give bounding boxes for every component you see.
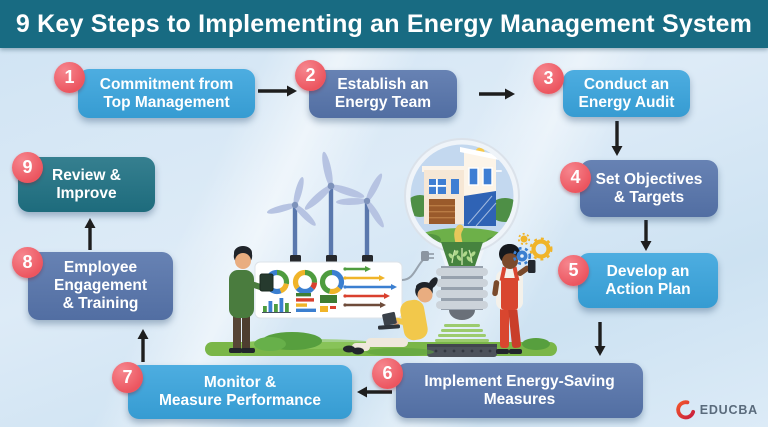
house-icon [422,147,499,227]
step-4-number-badge: 4 [560,162,591,193]
arrow-step2-to-step3-icon [479,88,515,100]
educba-logo-text: EDUCBA [699,402,758,417]
step-3-number-badge: 3 [533,63,564,94]
bar-chart-icon [262,298,291,313]
step-5-box: 5 Develop an Action Plan [558,253,718,308]
educba-logo-icon [675,400,695,420]
power-cord [401,251,434,281]
trend-arrows-icon [343,266,397,308]
arrow-step8-to-step9-icon [84,218,96,250]
step-3-box: 3 Conduct an Energy Audit [533,63,690,117]
light-bulb-house-icon [404,138,520,357]
analytics-dashboard [254,255,403,319]
arrow-step4-to-step5-icon [640,220,652,251]
arrow-step3-to-step4-icon [611,121,623,156]
step-5-label: Develop an Action Plan [605,262,691,298]
step-4-label: Set Objectives & Targets [595,170,703,206]
man-with-tablet [229,246,274,353]
gears-icon [512,232,553,266]
wind-turbine-icon [304,151,365,260]
step-6-box: 6 Implement Energy-Saving Measures [372,358,643,418]
wind-turbine-icon [336,173,384,260]
step-1-label: Commitment from Top Management [99,75,234,111]
wind-turbine-icon [266,176,316,260]
step-3-label: Conduct an Energy Audit [578,75,675,111]
educba-logo: EDUCBA [675,399,758,420]
step-9-box: 9 Review & Improve [12,152,155,212]
step-6-number-badge: 6 [372,358,403,389]
page-title: 9 Key Steps to Implementing an Energy Ma… [15,9,753,38]
arrow-step7-to-step8-icon [137,329,149,362]
woman-with-laptop [343,277,438,356]
step-9-number-badge: 9 [12,152,43,183]
step-5-number-badge: 5 [558,255,589,286]
step-1-box: 1 Commitment from Top Management [54,62,255,118]
step-7-box: 7 Monitor & Measure Performance [112,362,352,419]
step-6-label: Implement Energy-Saving Measures [424,372,615,408]
step-7-number-badge: 7 [112,362,143,393]
step-7-label: Monitor & Measure Performance [159,374,321,409]
arrow-step1-to-step2-icon [258,85,297,97]
light-rays [435,324,489,342]
arrow-step5-to-step6-icon [594,322,606,356]
step-2-box: 2 Establish an Energy Team [295,60,457,118]
step-8-number-badge: 8 [12,247,43,278]
step-2-number-badge: 2 [295,60,326,91]
step-2-label: Establish an Energy Team [334,76,432,111]
step-9-label: Review & Improve [52,166,121,202]
arrow-step6-to-step7-icon [357,386,392,398]
step-8-label: Employee Engagement & Training [53,259,147,312]
block-chart-icon [320,295,337,312]
title-bar: 9 Key Steps to Implementing an Energy Ma… [0,0,768,48]
step-8-box: 8 Employee Engagement & Training [12,247,173,320]
step-1-number-badge: 1 [54,62,85,93]
stacked-bar-chart-icon [296,293,316,312]
step-4-box: 4 Set Objectives & Targets [560,160,718,217]
person-with-phone [492,244,536,354]
